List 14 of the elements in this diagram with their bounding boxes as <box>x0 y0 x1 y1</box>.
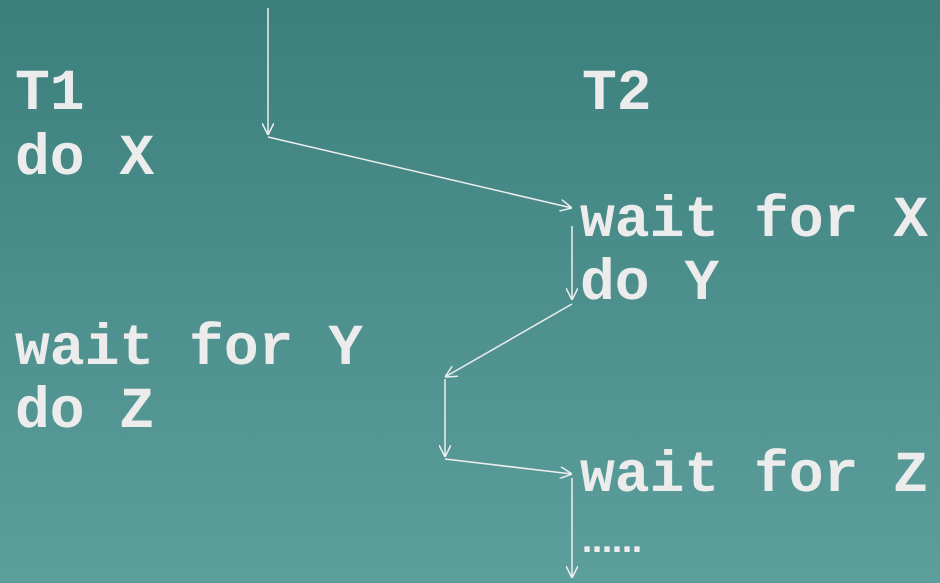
step-text: T1 <box>15 66 85 124</box>
arrow <box>444 458 573 480</box>
step-text: …… <box>582 528 643 558</box>
step-text: wait for Y <box>15 321 364 379</box>
arrow <box>565 226 579 301</box>
step-text: do Y <box>580 256 720 314</box>
step-text: wait for X <box>580 193 930 251</box>
step-text: do X <box>15 131 156 189</box>
arrow <box>444 303 572 378</box>
step-text: T2 <box>582 66 652 124</box>
step-text: wait for Z <box>580 448 930 506</box>
arrow <box>268 136 573 212</box>
arrow <box>565 478 579 579</box>
step-text: do Z <box>15 384 156 442</box>
